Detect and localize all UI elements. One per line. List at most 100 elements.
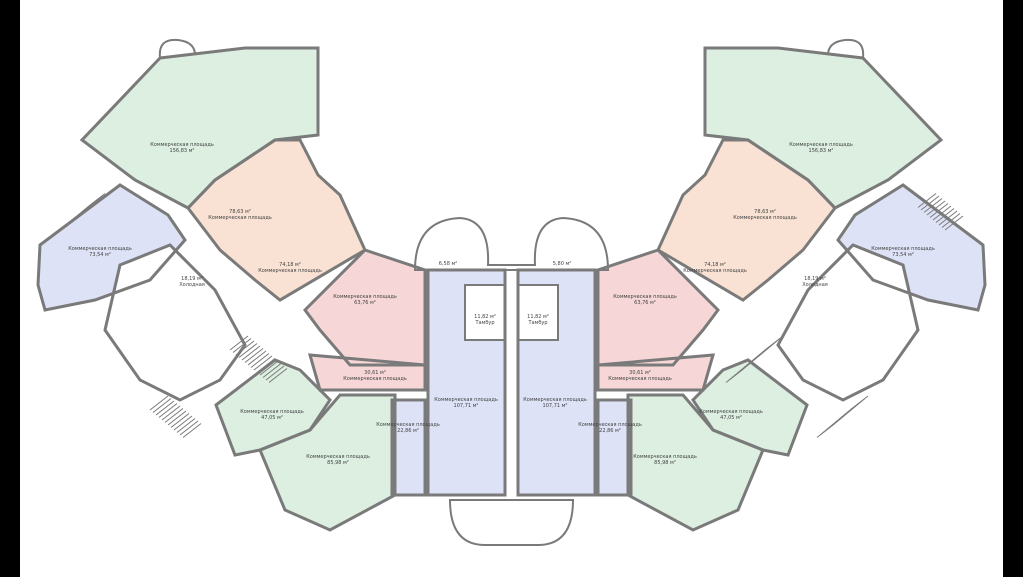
label-name: Коммерческая площадь — [343, 376, 407, 382]
label-area: 22,86 м² — [397, 428, 419, 434]
wall-outline — [307, 353, 427, 392]
label-right-tambur: 11,82 м² Тамбур — [527, 314, 549, 326]
label-name: Коммерческая площадь — [150, 142, 214, 148]
label-right-peach-1: 78,63 м² Коммерческая площадь — [733, 209, 797, 221]
label-name: Коммерческая площадь — [258, 268, 322, 274]
wall-outlines — [36, 46, 987, 532]
room-right-store — [597, 399, 632, 496]
stair-step — [155, 400, 175, 416]
label-name: Коммерческая площадь — [871, 246, 935, 252]
room-left-store — [391, 399, 426, 496]
wall-outline — [836, 183, 987, 312]
stair-step — [232, 338, 252, 353]
label-area: 63,76 м² — [634, 300, 656, 306]
label-right-hall: Коммерческая площадь 107,71 м² — [523, 397, 587, 409]
stair-step — [164, 408, 184, 423]
stair-step — [238, 343, 258, 358]
label-left-pink: Коммерческая площадь 63,76 м² — [333, 294, 397, 306]
stair-step — [917, 193, 937, 208]
label-area: 18,19 м² — [181, 276, 203, 282]
label-name: Тамбур — [475, 320, 495, 326]
stair-step — [149, 395, 169, 411]
stair-step — [152, 398, 172, 413]
label-left-hall: Коммерческая площадь 107,71 м² — [434, 397, 498, 409]
wall-outline — [596, 353, 716, 392]
label-left-peach-2: 74,18 м² Коммерческая площадь — [258, 262, 322, 274]
label-area: 63,76 м² — [354, 300, 376, 306]
wall-outline — [626, 393, 765, 532]
label-area: 5,80 м² — [552, 261, 572, 267]
stair-step — [816, 423, 836, 438]
label-right-pink: Коммерческая площадь 63,76 м² — [613, 294, 677, 306]
label-name: Холодная — [179, 282, 205, 288]
label-name: Коммерческая площадь — [699, 409, 763, 415]
wall-outline — [303, 248, 427, 367]
label-left-corridor: 30,61 м² Коммерческая площадь — [343, 370, 407, 382]
stair-step — [173, 415, 193, 431]
stair-step — [176, 418, 196, 433]
label-name: Тамбур — [528, 320, 548, 326]
label-left-tambur: 11,82 м² Тамбур — [474, 314, 496, 326]
label-name: Коммерческая площадь — [333, 294, 397, 300]
label-left-porch: 6,58 м² — [439, 261, 458, 267]
label-name: Коммерческая площадь — [633, 454, 697, 460]
label-area: 78,63 м² — [754, 209, 776, 215]
stair-step — [167, 410, 187, 426]
stair-step — [265, 365, 285, 381]
wall-outline — [214, 358, 332, 457]
wall-outline — [596, 248, 720, 367]
wall-outline — [36, 183, 187, 312]
wall-outline — [596, 398, 633, 497]
label-left-store: Коммерческая площадь 22,86 м² — [376, 422, 440, 434]
label-name: Коммерческая площадь — [434, 397, 498, 403]
label-name: Коммерческая площадь — [789, 142, 853, 148]
stair-step — [179, 420, 199, 436]
stair-step — [244, 348, 264, 363]
stair-step — [725, 368, 745, 383]
label-right-corridor: 30,61 м² Коммерческая площадь — [608, 370, 672, 382]
label-name: Коммерческая площадь — [733, 215, 797, 221]
label-name: Коммерческая площадь — [240, 409, 304, 415]
stair-step — [250, 353, 270, 368]
label-area: 156,83 м² — [808, 148, 834, 154]
label-area: 74,18 м² — [279, 262, 301, 268]
stair-step — [253, 355, 273, 371]
wall-outline — [258, 393, 397, 532]
label-area: 6,58 м² — [438, 261, 458, 267]
label-right-top: Коммерческая площадь 156,83 м² — [789, 142, 853, 154]
label-right-kv: 18,19 м² Холодная — [802, 276, 828, 288]
wall-outline — [691, 358, 809, 457]
wall-outline — [103, 243, 247, 402]
floor-plan-frame: Коммерческая площадь 156,83 м² 78,63 м² … — [20, 0, 1003, 577]
label-name: Коммерческая площадь — [306, 454, 370, 460]
wall-outline — [656, 138, 837, 302]
label-left-blue: Коммерческая площадь 73,54 м² — [68, 246, 132, 258]
stair-step — [182, 423, 202, 438]
label-area: 30,61 м² — [364, 370, 386, 376]
label-name: Коммерческая площадь — [376, 422, 440, 428]
label-name: Коммерческая площадь — [683, 268, 747, 274]
wall-outline — [516, 268, 597, 497]
label-area: 11,82 м² — [527, 314, 549, 320]
stair-step — [259, 360, 279, 376]
stair-step — [241, 345, 261, 361]
label-area: 85,98 м² — [327, 460, 349, 466]
label-area: 156,83 м² — [169, 148, 195, 154]
label-area: 22,86 м² — [599, 428, 621, 434]
label-name: Коммерческая площадь — [523, 397, 587, 403]
label-area: 74,18 м² — [704, 262, 726, 268]
label-name: Коммерческая площадь — [68, 246, 132, 252]
label-area: 11,82 м² — [474, 314, 496, 320]
stairs-right — [725, 193, 964, 438]
stair-step — [920, 195, 940, 211]
wall-outline — [186, 138, 367, 302]
label-name: Коммерческая площадь — [578, 422, 642, 428]
porch-top — [413, 216, 610, 271]
label-right-blue: Коммерческая площадь 73,54 м² — [871, 246, 935, 258]
stair-step — [229, 335, 249, 351]
stair-step — [161, 405, 181, 421]
label-right-green-2: Коммерческая площадь 85,98 м² — [633, 454, 697, 466]
wall-outline — [776, 243, 920, 402]
label-area: 107,71 м² — [453, 403, 479, 409]
stair-step — [170, 413, 190, 428]
